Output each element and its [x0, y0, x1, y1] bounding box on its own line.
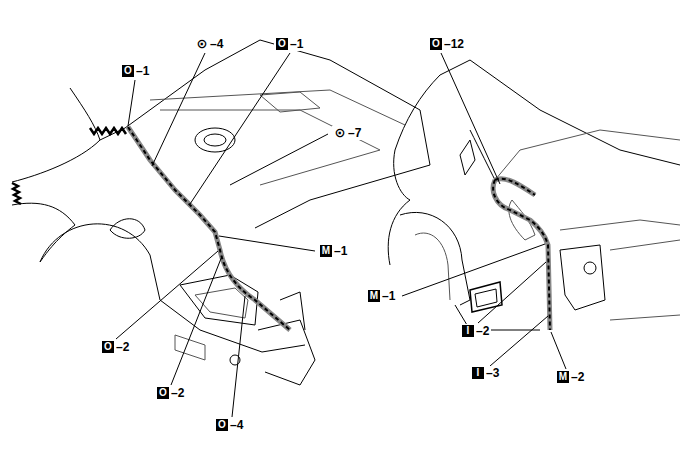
box-symbol: M: [368, 290, 380, 302]
callout-number: O–1: [274, 37, 305, 51]
circle-symbol: ⊙: [196, 38, 208, 50]
callout-suffix: –4: [210, 37, 223, 51]
right-body-view: [388, 60, 680, 330]
callout-number: O–2: [100, 340, 131, 354]
callout-number: O–1: [120, 64, 151, 78]
callout-suffix: –4: [230, 418, 243, 432]
callout-number: O–4: [214, 418, 245, 432]
callout-suffix: –2: [171, 386, 184, 400]
leader-lines: [116, 53, 566, 417]
callout-number: I–2: [460, 324, 491, 338]
callout-number: M–1: [318, 244, 349, 258]
left-body-view: [12, 40, 430, 385]
callout-number: ⊙–4: [194, 37, 225, 51]
callout-number: ⊙–7: [332, 126, 363, 140]
callout-suffix: –1: [334, 244, 347, 258]
box-symbol: O: [276, 38, 288, 50]
callout-suffix: –1: [382, 289, 395, 303]
callout-number: M–1: [366, 289, 397, 303]
box-symbol: M: [320, 245, 332, 257]
callout-suffix: –1: [136, 64, 149, 78]
callout-suffix: –2: [116, 340, 129, 354]
callout-suffix: –2: [476, 324, 489, 338]
callout-number: I–3: [470, 366, 501, 380]
callout-suffix: –1: [290, 37, 303, 51]
box-symbol: O: [102, 341, 114, 353]
callout-suffix: –12: [444, 37, 464, 51]
callout-number: O–12: [428, 37, 466, 51]
box-symbol: I: [462, 325, 474, 337]
callout-suffix: –2: [571, 370, 584, 384]
callout-number: O–2: [155, 386, 186, 400]
box-symbol: O: [122, 65, 134, 77]
callout-suffix: –7: [348, 126, 361, 140]
circle-symbol: ⊙: [334, 127, 346, 139]
box-symbol: O: [157, 387, 169, 399]
box-symbol: O: [216, 419, 228, 431]
box-symbol: M: [557, 371, 569, 383]
callout-suffix: –3: [486, 366, 499, 380]
box-symbol: I: [472, 367, 484, 379]
callout-number: M–2: [555, 370, 586, 384]
box-symbol: O: [430, 38, 442, 50]
